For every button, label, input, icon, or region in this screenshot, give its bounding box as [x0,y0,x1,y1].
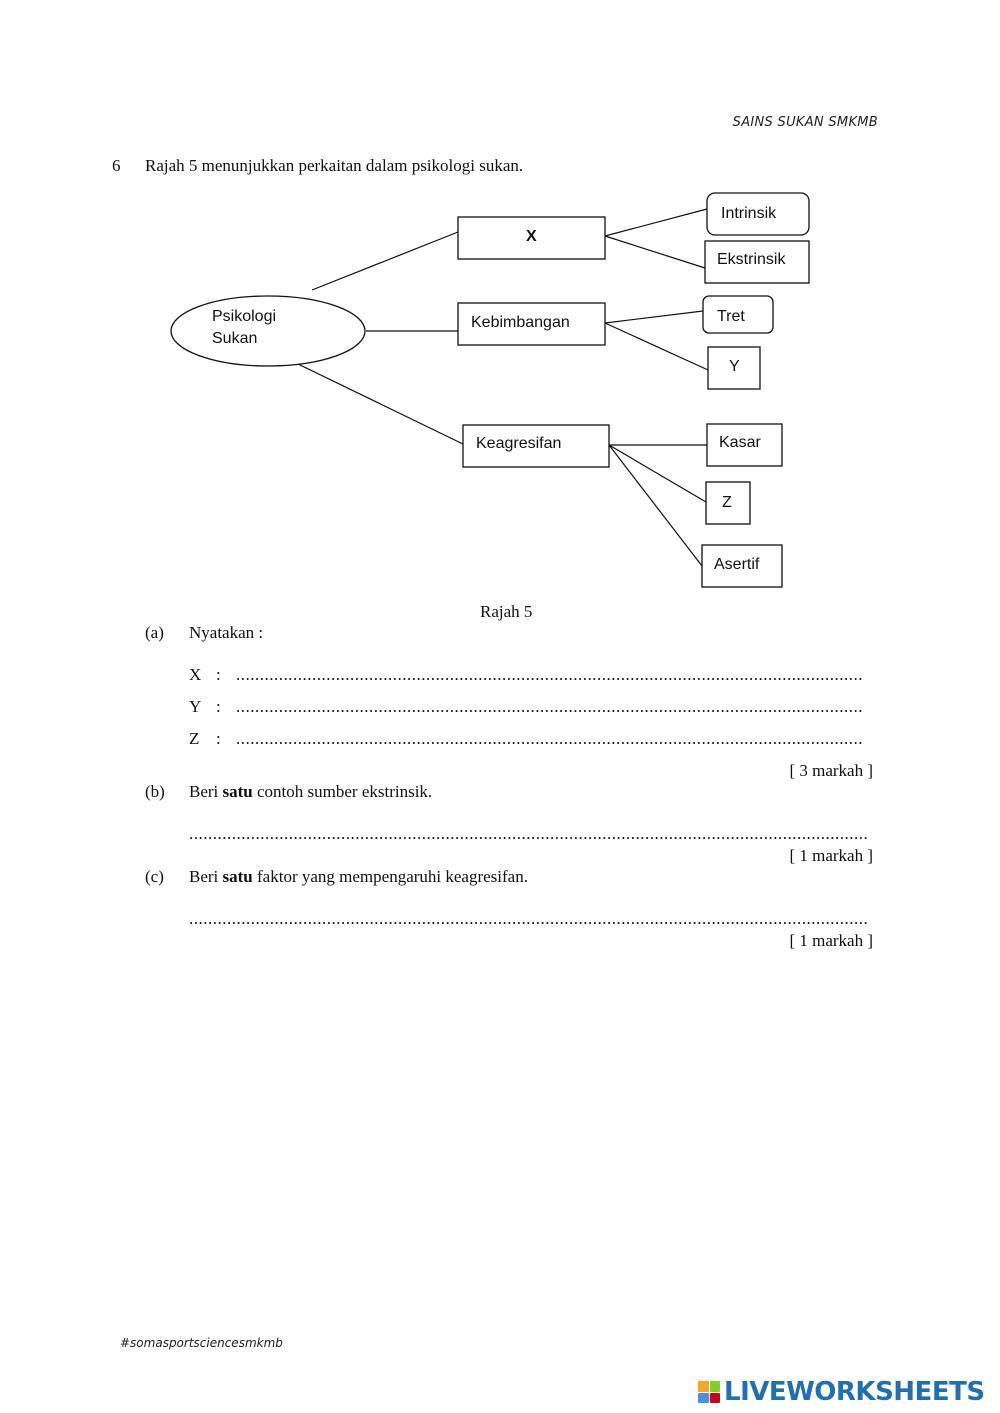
liveworksheets-text: LIVEWORKSHEETS [724,1377,985,1407]
answer-label-z: Z [189,729,200,748]
liveworksheets-watermark[interactable]: LIVEWORKSHEETS [698,1374,985,1410]
leaf-box-y [707,346,761,390]
connector-keagresifan-z [608,444,707,503]
logo-square-1 [698,1381,709,1392]
leaf-box-tret [702,295,774,334]
answer-colon-y: : [216,697,221,716]
leaf-label-asertif: Asertif [714,556,760,573]
question-number: 6 [112,156,121,175]
connector-keagresifan-asertif [608,444,703,567]
part-c-label: (c) [145,867,164,886]
connector-kebimbangan-tret [604,310,704,324]
connector-x-intrinsik [604,208,708,237]
answer-label-x: X [189,665,202,684]
part-c-text-pre: Beri [189,867,223,886]
leaf-box-asertif [701,544,783,588]
answer-line-b[interactable]: ........................................… [189,824,868,843]
answer-line-c[interactable]: ........................................… [189,909,868,928]
leaf-label-tret: Tret [717,308,745,325]
answer-line-z[interactable]: ........................................… [236,729,864,748]
root-label-line2: Sukan [212,330,257,347]
leaf-label-kasar: Kasar [719,434,761,451]
part-c-text-bold: satu [222,867,253,886]
part-b-text-bold: satu [222,782,253,801]
part-c-question: Beri satu faktor yang mempengaruhi keagr… [189,867,528,887]
answer-colon-x: : [216,665,221,684]
answer-colon-z: : [216,729,221,748]
question-text: Rajah 5 menunjukkan perkaitan dalam psik… [145,156,524,175]
leaf-label-ekstrinsik: Ekstrinsik [717,251,786,268]
branch-box-x [457,216,606,260]
connector-root-x [311,231,459,291]
answer-label-y: Y [189,697,202,716]
branch-label-x: X [526,228,537,245]
part-b-text-post: contoh sumber ekstrinsik. [252,782,433,801]
root-ellipse [170,295,366,367]
branch-label-kebimbangan: Kebimbangan [471,314,570,331]
part-c-text-post: faktor yang mempengaruhi keagresifan. [252,867,528,886]
leaf-box-intrinsik [706,192,810,236]
leaf-label-y: Y [729,358,740,375]
part-c-marks: [ 1 markah ] [789,931,873,950]
logo-square-2 [709,1381,720,1392]
branch-label-keagresifan: Keagresifan [476,435,561,452]
answer-line-x[interactable]: ........................................… [236,665,864,684]
logo-square-3 [698,1392,709,1403]
root-label-line1: Psikologi [212,308,276,325]
liveworksheets-logo-icon [698,1381,720,1403]
branch-box-kebimbangan [457,302,606,346]
leaf-box-z [705,481,751,525]
footer-hashtag: #somasportsciencesmkmb [120,1336,283,1350]
leaf-box-kasar [706,423,783,467]
answer-line-y[interactable]: ........................................… [236,697,864,716]
part-a-text: Nyatakan : [189,623,264,642]
part-b-text-pre: Beri [189,782,223,801]
part-a-marks: [ 3 markah ] [789,761,873,780]
part-b-question: Beri satu contoh sumber ekstrinsik. [189,782,432,802]
connector-kebimbangan-y [604,322,709,371]
part-b-marks: [ 1 markah ] [789,846,873,865]
leaf-label-z: Z [722,494,732,511]
leaf-label-intrinsik: Intrinsik [721,205,777,222]
logo-square-4 [709,1392,720,1403]
relationship-diagram: Psikologi Sukan X Kebimbangan Keagresifa… [170,192,810,588]
connector-root-keagresifan [297,363,464,445]
page-header: SAINS SUKAN SMKMB [732,115,878,130]
connector-x-ekstrinsik [604,235,706,269]
diagram-caption: Rajah 5 [480,602,533,621]
branch-box-keagresifan [462,424,610,468]
part-a-label: (a) [145,623,164,642]
part-b-label: (b) [145,782,165,801]
leaf-box-ekstrinsik [704,240,810,284]
